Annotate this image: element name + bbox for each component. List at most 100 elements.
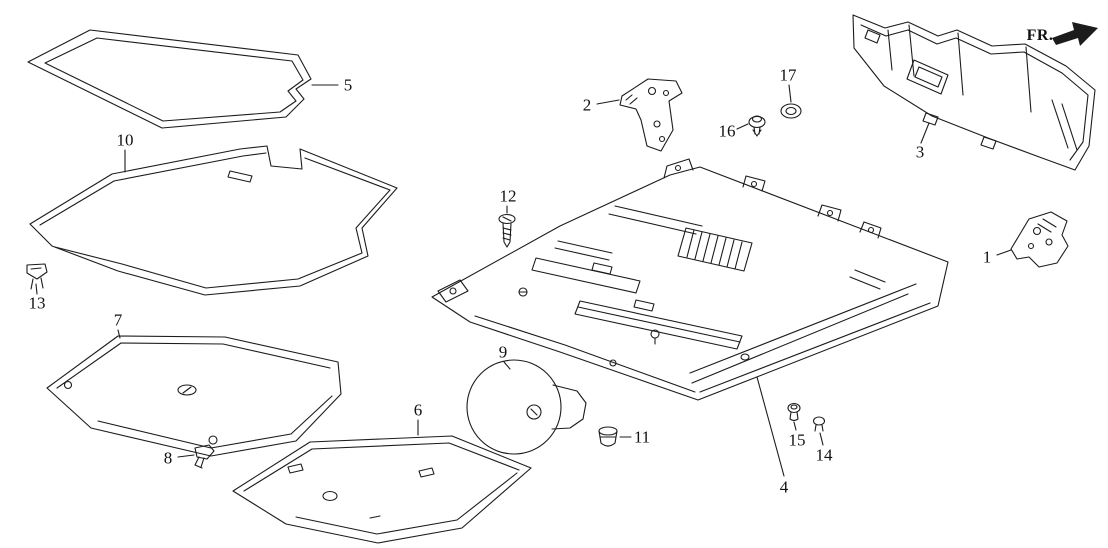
floor-slot [591, 262, 613, 275]
part-label-8: 8 [163, 448, 173, 468]
floor-inner-edge [474, 302, 931, 393]
top-tab [817, 204, 842, 222]
clip-legs [194, 456, 205, 469]
floor-mat-6-drawing [232, 419, 532, 544]
leader-line-7 [117, 329, 121, 339]
bolt-shank [814, 424, 824, 432]
floor-slot [633, 299, 655, 312]
bracket-hole [1045, 238, 1053, 246]
leader-line-8 [177, 454, 195, 458]
disc-tab [551, 384, 587, 430]
bracket-hole [1027, 242, 1035, 250]
leader-line-9 [503, 361, 511, 370]
mat-inner-edge [56, 342, 331, 389]
disc-outline [466, 359, 562, 455]
linework-root [26, 14, 1098, 544]
part-label-11: 11 [633, 427, 651, 447]
leader-line-15 [793, 421, 797, 431]
ribbed-panel-hatch [686, 229, 743, 270]
bracket-outline [1010, 211, 1069, 268]
mat-outline [27, 29, 312, 129]
panel-tab [980, 136, 997, 150]
top-tab-hole [826, 209, 834, 217]
part-label-16: 16 [718, 121, 736, 141]
plug-top [598, 426, 618, 436]
bracket-hole [647, 86, 657, 96]
mat-inner-edge [44, 37, 304, 122]
plug-sides [598, 430, 618, 447]
top-tab-hole [674, 164, 682, 172]
bracket-hatch [625, 94, 638, 105]
panel-fold-lines [887, 24, 1032, 113]
screw-head [498, 213, 516, 225]
top-tab-hole [750, 180, 758, 188]
mat-inner-edge [97, 395, 333, 449]
clip-prongs [30, 267, 44, 290]
disc-hole-slash [530, 408, 538, 416]
screw-shank [502, 222, 512, 248]
leader-line-13 [35, 283, 38, 295]
panel-pocket-inner [914, 66, 943, 88]
part-label-12: 12 [499, 186, 517, 206]
mat-grommet-hole [177, 384, 197, 396]
panel-tab [922, 112, 939, 126]
bolt-head [812, 416, 826, 426]
mat-grommet-slash [182, 386, 192, 394]
part-label-5: 5 [343, 75, 353, 95]
screw-threads [502, 227, 512, 241]
part-label-7: 7 [113, 310, 123, 330]
part-label-15: 15 [788, 430, 806, 450]
mat-stitch-line [369, 515, 381, 519]
panel-outline [852, 14, 1096, 171]
fastener-shank [752, 126, 762, 137]
part-label-2: 2 [582, 95, 592, 115]
mat-hole [208, 435, 218, 445]
mat-inner-edge [295, 472, 518, 535]
bolt-head [787, 402, 801, 414]
mat-outline [46, 335, 342, 457]
leader-line-1 [996, 249, 1012, 256]
fastener-16-drawing [736, 115, 766, 137]
fr-direction-arrow [1052, 22, 1098, 46]
crossmember [531, 257, 641, 294]
bolt-14-drawing [812, 416, 826, 446]
part-label-9: 9 [498, 342, 508, 362]
part-label-14: 14 [815, 445, 833, 465]
bolt-head-inner [790, 404, 798, 410]
plug-11-drawing [598, 426, 632, 447]
part-label-6: 6 [413, 400, 423, 420]
bracket-2-drawing [596, 78, 683, 152]
seat-rail-lines [554, 240, 613, 261]
insulator-disc-9-drawing [466, 359, 587, 455]
part-label-4: 4 [779, 477, 789, 497]
leader-line-14 [819, 432, 824, 446]
corner-bracket-hole [449, 287, 457, 295]
floor-outline [431, 166, 949, 401]
leader-line-16 [736, 123, 749, 130]
screw-slot [502, 216, 512, 222]
bolt-shank [789, 411, 799, 422]
grommet-outer [780, 103, 802, 119]
leader-line-4 [756, 376, 785, 477]
top-tab [859, 221, 882, 239]
panel-detail [864, 29, 881, 44]
floor-bolt-hole [609, 359, 617, 367]
crossmember-midline [577, 306, 741, 343]
bracket-1-drawing [996, 211, 1069, 268]
tunnel-lines [608, 205, 703, 235]
rear-panel-3-drawing [852, 14, 1096, 171]
screw-12-drawing [498, 205, 516, 248]
mat-outline [29, 145, 398, 296]
fr-label: FR. [1026, 27, 1054, 44]
mat-inner-edge [243, 442, 520, 492]
bracket-hole [662, 89, 670, 97]
sill-detail [849, 269, 886, 290]
grommet-inner [785, 106, 797, 116]
mat-slot-detail [227, 170, 253, 183]
grommet-17-drawing [780, 84, 802, 119]
leader-line-3 [920, 122, 930, 144]
arrow-shape [1052, 22, 1098, 46]
bracket-hatch [1037, 218, 1057, 233]
